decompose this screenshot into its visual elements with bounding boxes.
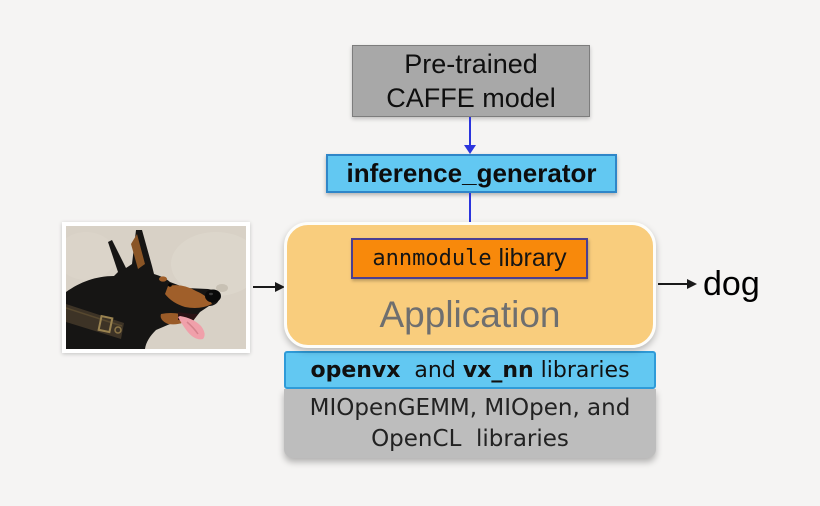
- output-arrow: [658, 278, 697, 290]
- arrow-shaft: [469, 193, 471, 226]
- openvx-text: openvx and vx_nn libraries: [310, 358, 629, 383]
- application-title: Application: [379, 294, 561, 335]
- pretrained-line1: Pre-trained: [404, 49, 538, 79]
- input-dog-photo: [62, 222, 250, 353]
- inference-generator-label: inference_generator: [346, 158, 597, 188]
- arrow-head-down-icon: [464, 145, 476, 154]
- miopen-opencl-box: MIOpenGEMM, MIOpen, and OpenCL libraries: [284, 389, 656, 458]
- arrow-head-right-icon: [687, 279, 697, 289]
- arrow-head-right-icon: [275, 282, 285, 292]
- annmodule-library-box: annmodule library: [351, 238, 588, 279]
- annmodule-name: annmodule: [372, 246, 492, 271]
- openvx-bold: openvx: [310, 357, 401, 383]
- openvx-mid: and: [400, 357, 463, 383]
- openvx-vxnn-box: openvx and vx_nn libraries: [284, 351, 656, 389]
- annmodule-suffix: library: [491, 244, 567, 272]
- arrow-shaft: [253, 286, 277, 288]
- output-label: dog: [703, 264, 760, 303]
- miopen-line1: MIOpenGEMM, MIOpen, and: [309, 394, 631, 421]
- vxnn-bold: vx_nn: [462, 357, 534, 383]
- input-arrow: [253, 281, 285, 293]
- inference-generator-box: inference_generator: [326, 154, 617, 193]
- flow-arrow-caffe-to-inference: [464, 117, 476, 154]
- miopen-line2: OpenCL libraries: [371, 425, 569, 452]
- pretrained-line2: CAFFE model: [386, 83, 556, 113]
- doberman-illustration: [66, 226, 246, 349]
- arrow-shaft: [658, 283, 688, 285]
- arrow-shaft: [469, 117, 471, 146]
- openvx-end: libraries: [533, 357, 630, 383]
- pretrained-caffe-model-box: Pre-trained CAFFE model: [352, 45, 590, 117]
